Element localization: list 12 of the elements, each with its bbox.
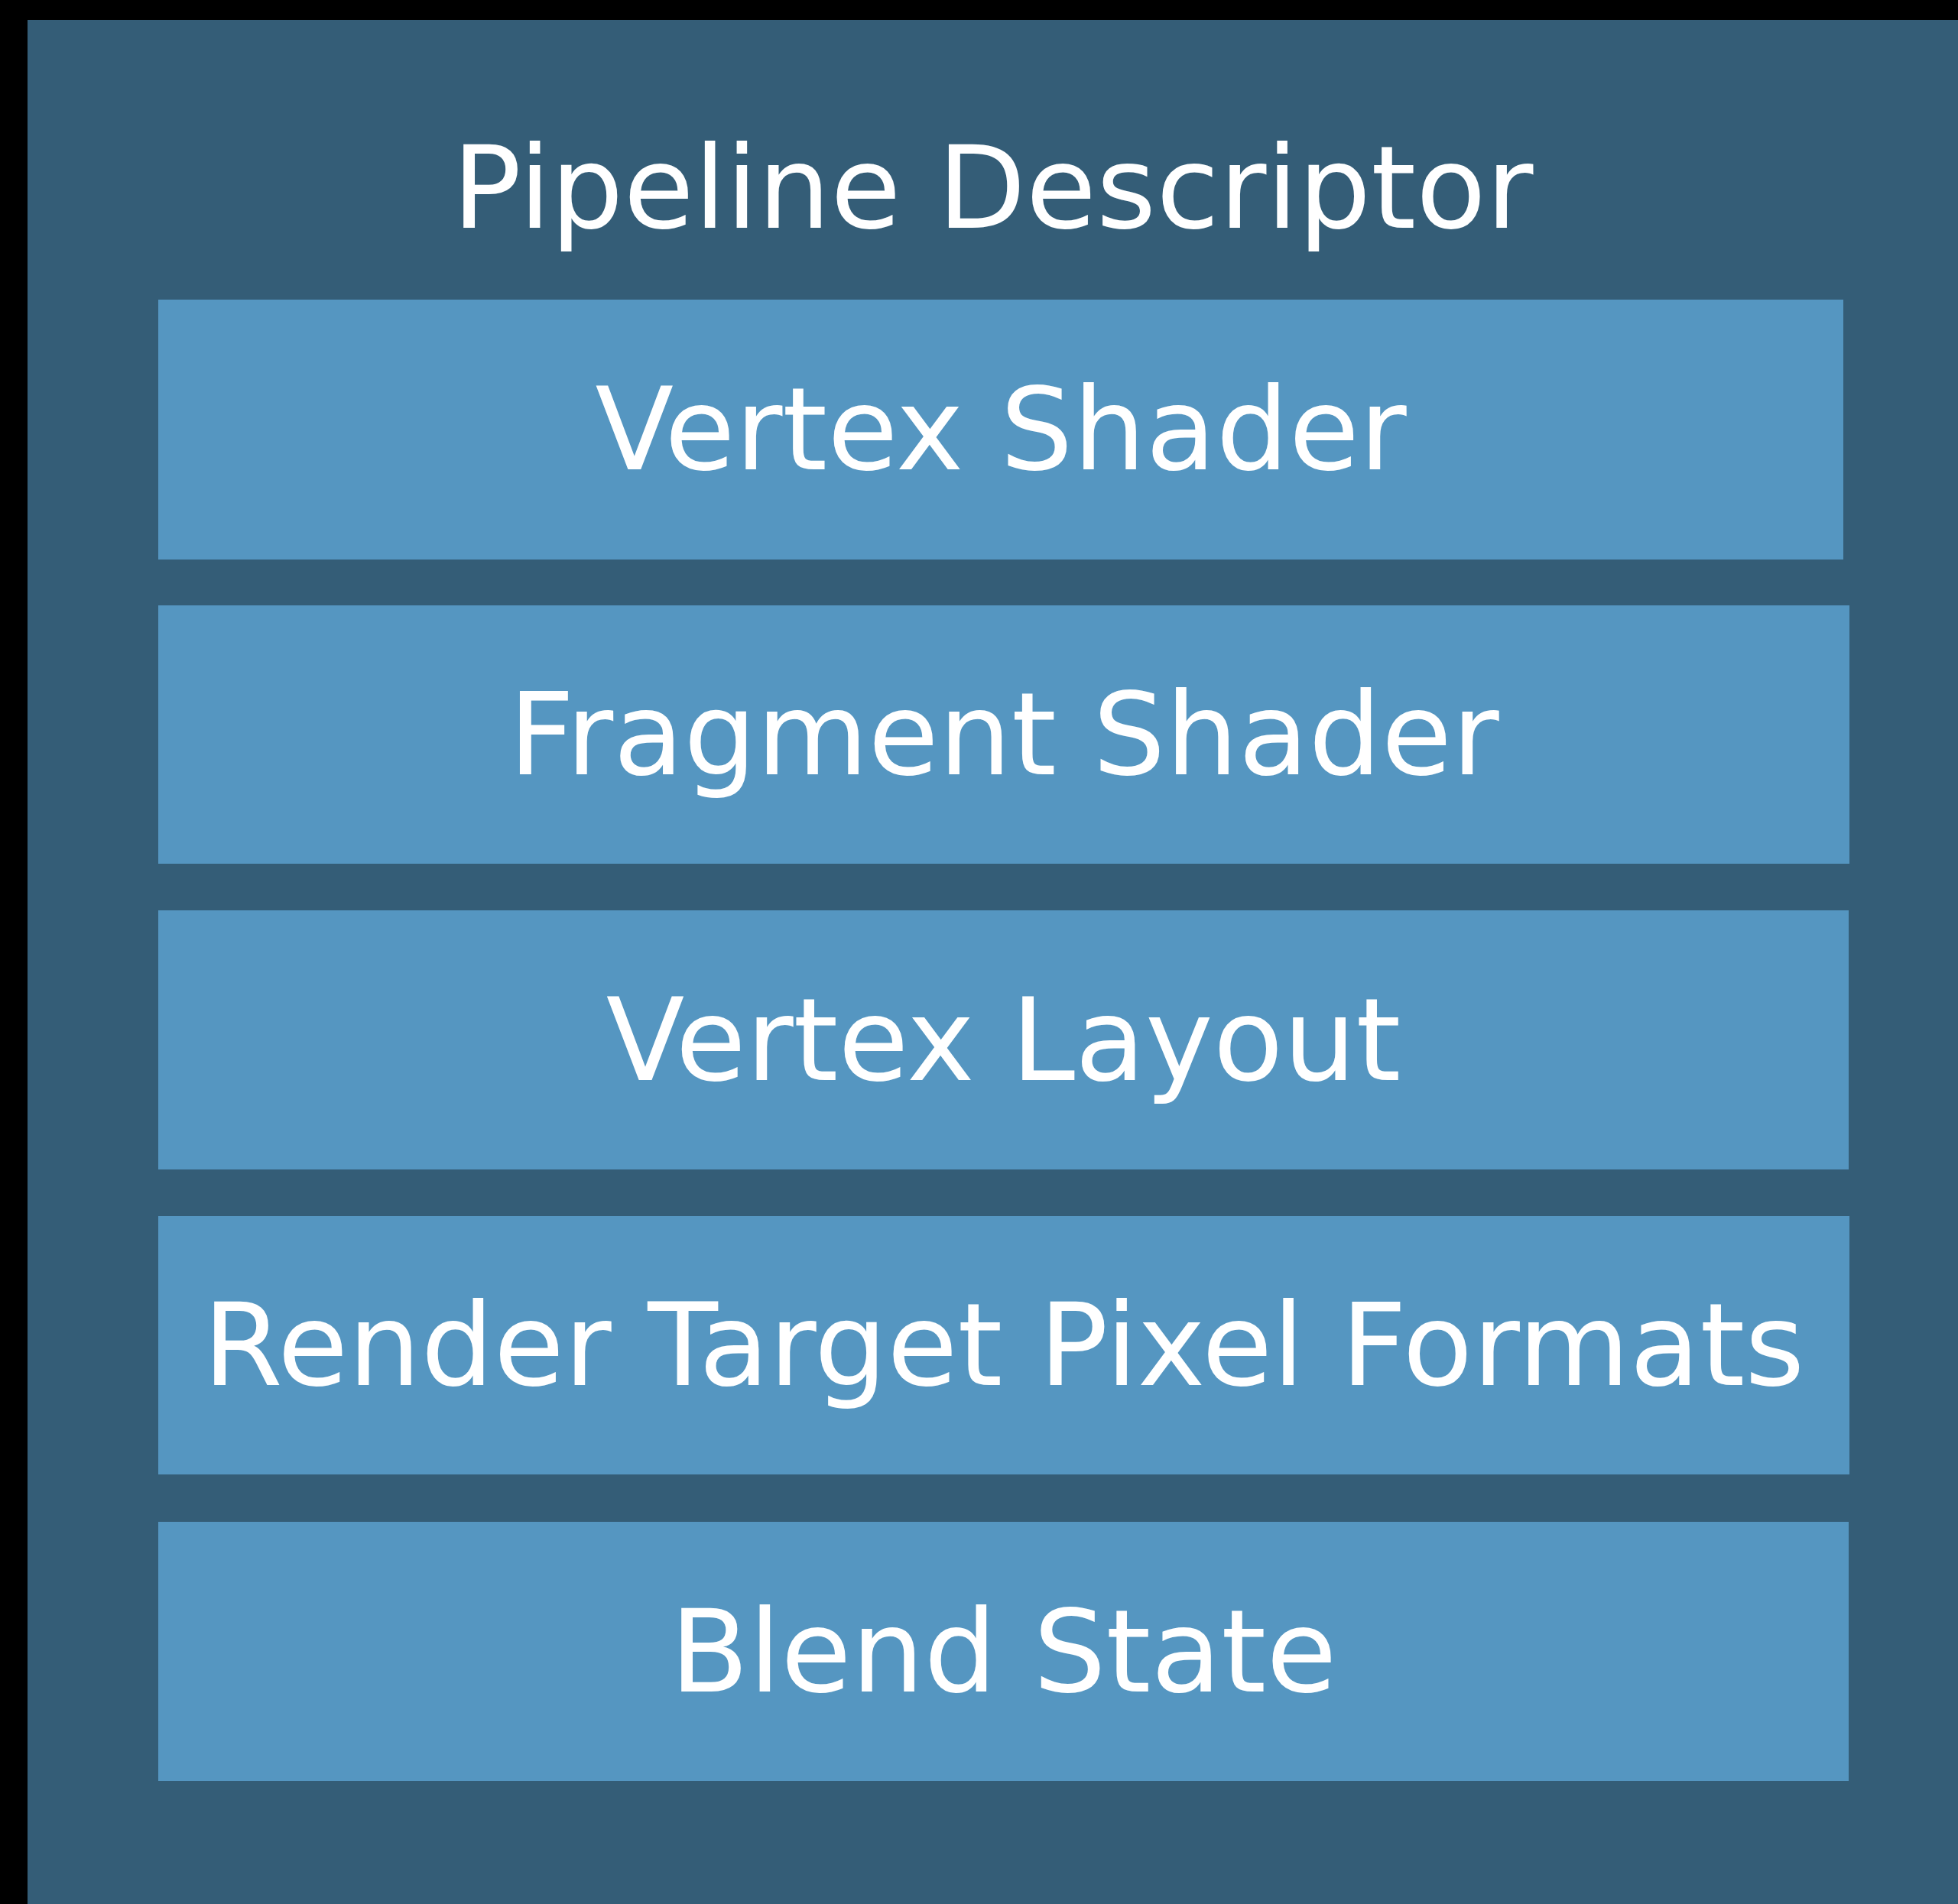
stage-block [158, 1522, 1849, 1781]
stage-label: Fragment Shader [508, 667, 1499, 803]
stage-label: Vertex Layout [606, 972, 1401, 1108]
stage-block [158, 910, 1849, 1169]
stage-block [158, 300, 1843, 560]
stage-block [158, 605, 1849, 864]
stage-label: Render Target Pixel Formats [203, 1278, 1805, 1413]
descriptor-panel [28, 20, 1958, 1904]
stage-block [158, 1216, 1849, 1474]
stage-label: Blend State [670, 1584, 1337, 1720]
stage-label: Vertex Shader [595, 362, 1407, 498]
panel-title: Pipeline Descriptor [451, 121, 1534, 256]
